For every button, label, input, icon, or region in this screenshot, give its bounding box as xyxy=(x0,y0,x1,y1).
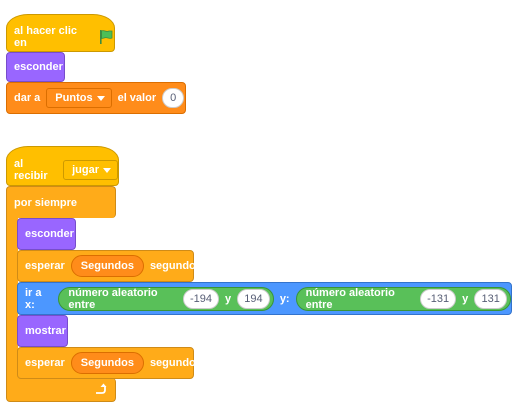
go-to-xy-block[interactable]: ir a x: número aleatorio entre -194 y 19… xyxy=(17,282,512,315)
random-x-from-input[interactable]: -194 xyxy=(182,288,219,309)
when-flag-clicked-block[interactable]: al hacer clic en xyxy=(6,14,115,52)
set-prefix-label: dar a xyxy=(14,92,41,104)
show-block[interactable]: mostrar xyxy=(17,315,68,347)
random-y-label: número aleatorio entre xyxy=(305,286,395,311)
hide-label-2: esconder xyxy=(25,228,74,240)
wait-suffix-2: segundos xyxy=(149,357,202,369)
random-y-to-input[interactable]: 131 xyxy=(474,288,508,309)
hide-block-2[interactable]: esconder xyxy=(17,218,76,250)
set-value-input[interactable]: 0 xyxy=(162,88,185,108)
when-i-receive-label: al recibir xyxy=(14,158,48,182)
green-flag-icon xyxy=(98,29,114,45)
forever-foot xyxy=(6,378,116,402)
forever-arm xyxy=(6,216,18,380)
seconds-variable-reporter[interactable]: Segundos xyxy=(70,255,144,277)
seconds-variable-reporter-2[interactable]: Segundos xyxy=(70,352,144,374)
when-i-receive-block[interactable]: al recibir jugar xyxy=(6,146,119,186)
dropdown-arrow-icon xyxy=(103,167,111,173)
random-y-from-input[interactable]: -131 xyxy=(420,288,457,309)
random-y-reporter[interactable]: número aleatorio entre -131 y 131 xyxy=(295,286,511,311)
goto-prefix-label: ir a x: xyxy=(25,286,42,311)
hide-label: esconder xyxy=(14,61,63,73)
goto-y-label: y: xyxy=(279,292,290,305)
wait-block-2[interactable]: esperar Segundos segundos xyxy=(17,347,202,379)
dropdown-arrow-icon xyxy=(96,95,105,101)
variable-dropdown[interactable]: Puntos xyxy=(46,88,112,108)
wait-suffix-1: segundos xyxy=(149,260,202,272)
hide-block[interactable]: esconder xyxy=(6,52,65,82)
message-dropdown[interactable]: jugar xyxy=(63,160,118,180)
show-label: mostrar xyxy=(25,325,66,337)
set-variable-block[interactable]: dar a Puntos el valor 0 xyxy=(6,82,186,114)
forever-block[interactable]: por siempre xyxy=(6,186,116,218)
wait-block-1[interactable]: esperar Segundos segundos xyxy=(17,250,202,282)
random-x-and-label: y xyxy=(224,292,232,305)
random-y-and-label: y xyxy=(462,292,469,305)
set-mid-label: el valor xyxy=(117,92,157,104)
random-x-reporter[interactable]: número aleatorio entre -194 y 194 xyxy=(58,286,274,311)
wait-prefix-1: esperar xyxy=(25,260,65,272)
forever-label: por siempre xyxy=(14,196,77,209)
wait-prefix-2: esperar xyxy=(25,357,65,369)
random-x-to-input[interactable]: 194 xyxy=(237,288,270,309)
loop-arrow-icon xyxy=(93,382,107,399)
random-x-label: número aleatorio entre xyxy=(68,286,158,311)
message-name: jugar xyxy=(72,164,99,176)
variable-name: Puntos xyxy=(55,92,93,104)
when-flag-clicked-label: al hacer clic en xyxy=(14,25,77,49)
